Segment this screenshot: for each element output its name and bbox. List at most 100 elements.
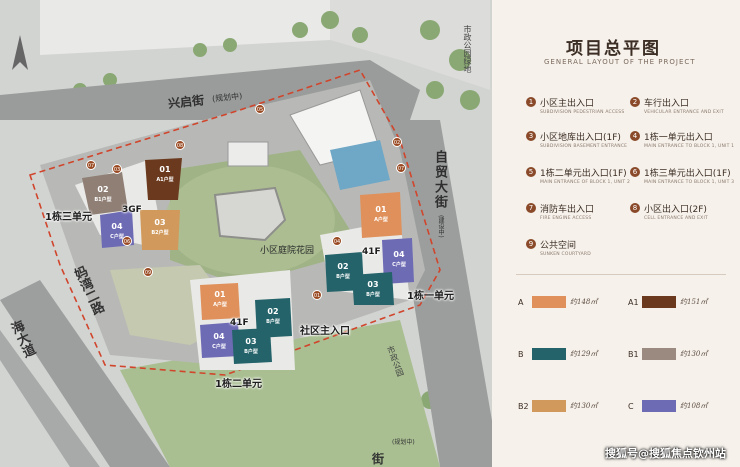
- unit-color: [642, 296, 676, 308]
- unit-label: B2: [518, 401, 529, 411]
- unit-label: A1: [628, 297, 639, 307]
- legend-label: 1栋二单元出入口(1F): [540, 169, 627, 179]
- legend-number: 1: [526, 97, 536, 107]
- unit-label: C: [628, 401, 634, 411]
- unit-label: B1: [628, 349, 639, 359]
- road-label-zimao-note: (建设中): [437, 215, 444, 238]
- legend-label: 小区地库出入口(1F): [540, 133, 621, 143]
- map-pin: 05: [255, 104, 265, 114]
- site-map: 兴启街 (规划中) 自贸大街 (建设中) 市政公园绿地 妈湾二路 海大道 市政公…: [0, 0, 500, 467]
- block-label-unit3: 1栋三单元: [45, 212, 92, 223]
- legend-label: 小区出入口(2F): [644, 205, 707, 215]
- unit-color: [642, 348, 676, 360]
- road-label-shizheng: 市政公园绿地: [463, 25, 472, 73]
- legend-label: 车行出入口: [644, 99, 690, 109]
- legend-item-6: 6 1栋三单元出入口(1F)MAIN ENTRANCE TO BLOCK 1, …: [630, 166, 734, 185]
- legend-number: 7: [526, 203, 536, 213]
- legend-label-en: MAIN ENTRANCE OF BLOCK 1, UNIT 2: [540, 180, 631, 185]
- unit-label: A: [518, 297, 524, 307]
- legend-divider: [516, 274, 726, 275]
- road-label-zimao: 自贸大街: [432, 150, 447, 210]
- legend-label-en: FIRE ENGINE ACCESS: [540, 216, 592, 221]
- floor-tag: 41F: [230, 318, 249, 328]
- road-label-bottom-note: (规划中): [392, 439, 415, 446]
- unit-swatch-b1: B1 约130㎡: [628, 348, 707, 360]
- legend-label: 消防车出入口: [540, 205, 595, 215]
- legend-number: 9: [526, 239, 536, 249]
- legend-label-en: SUNKEN COURTYARD: [540, 252, 591, 257]
- unit-color: [532, 296, 566, 308]
- legend-number: 4: [630, 131, 640, 141]
- legend-label: 公共空间: [540, 241, 577, 251]
- page-title: 项目总平图: [566, 39, 661, 59]
- unit-area: 约130㎡: [680, 350, 708, 358]
- legend-label: 1栋三单元出入口(1F): [644, 169, 731, 179]
- legend-panel: 项目总平图 GENERAL LAYOUT OF THE PROJECT 1 小区…: [492, 0, 740, 467]
- map-pin: 07: [86, 160, 96, 170]
- map-drawing: [0, 0, 500, 467]
- map-pin: 08: [175, 140, 185, 150]
- unit-area: 约151㎡: [680, 298, 708, 306]
- road-label-bottom: 街: [372, 452, 385, 466]
- block-label-unit2: 1栋二单元: [215, 379, 262, 390]
- legend-item-5: 5 1栋二单元出入口(1F)MAIN ENTRANCE OF BLOCK 1, …: [526, 166, 630, 185]
- unit-area: 约130㎡: [570, 402, 598, 410]
- unit-color: [642, 400, 676, 412]
- map-pin: 03: [112, 164, 122, 174]
- legend-number: 3: [526, 131, 536, 141]
- legend-label: 小区主出入口: [540, 99, 595, 109]
- legend-label-en: MAIN ENTRANCE TO BLOCK 1, UNIT 1: [644, 144, 735, 149]
- unit-swatch-c: C 约108㎡: [628, 400, 707, 412]
- unit-area: 约148㎡: [570, 298, 598, 306]
- unit-color: [532, 348, 566, 360]
- watermark: 搜狐号@搜狐焦点钦州站: [605, 447, 726, 460]
- unit-area: 约108㎡: [680, 402, 708, 410]
- map-pin: 06: [122, 236, 132, 246]
- legend-number: 2: [630, 97, 640, 107]
- garden-label: 小区庭院花园: [260, 246, 315, 256]
- main-entrance-label: 社区主入口: [300, 326, 350, 337]
- legend-label-en: MAIN ENTRANCE TO BLOCK 1, UNIT 3: [644, 180, 735, 185]
- map-pin: 02: [392, 137, 402, 147]
- legend-label: 1栋一单元出入口: [644, 133, 713, 143]
- legend-number: 8: [630, 203, 640, 213]
- unit-swatch-b2: B2 约130㎡: [518, 400, 597, 412]
- block-label-unit1: 1栋一单元: [407, 291, 454, 302]
- unit-area: 约129㎡: [570, 350, 598, 358]
- legend-item-8: 8 小区出入口(2F)CELL ENTRANCE AND EXIT: [630, 202, 708, 221]
- legend-item-3: 3 小区地库出入口(1F)SUBDIVISION BASEMENT ENTRAN…: [526, 130, 627, 149]
- map-pin: 04: [332, 236, 342, 246]
- legend-number: 6: [630, 167, 640, 177]
- legend-label-en: VEHICULAR ENTRANCE AND EXIT: [644, 110, 724, 115]
- map-pin: 09: [143, 267, 153, 277]
- floor-tag: 41F: [362, 247, 381, 257]
- map-pin: 01: [312, 290, 322, 300]
- legend-number: 5: [526, 167, 536, 177]
- legend-label-en: SUBDIVISION PEDESTRIAN ACCESS: [540, 110, 625, 115]
- legend-label-en: CELL ENTRANCE AND EXIT: [644, 216, 708, 221]
- unit-swatch-a1: A1 约151㎡: [628, 296, 707, 308]
- unit-swatch-b: B 约129㎡: [518, 348, 597, 360]
- unit-swatch-a: A 约148㎡: [518, 296, 597, 308]
- unit-color: [532, 400, 566, 412]
- legend-label-en: SUBDIVISION BASEMENT ENTRANCE: [540, 144, 628, 149]
- map-pin: 07: [396, 163, 406, 173]
